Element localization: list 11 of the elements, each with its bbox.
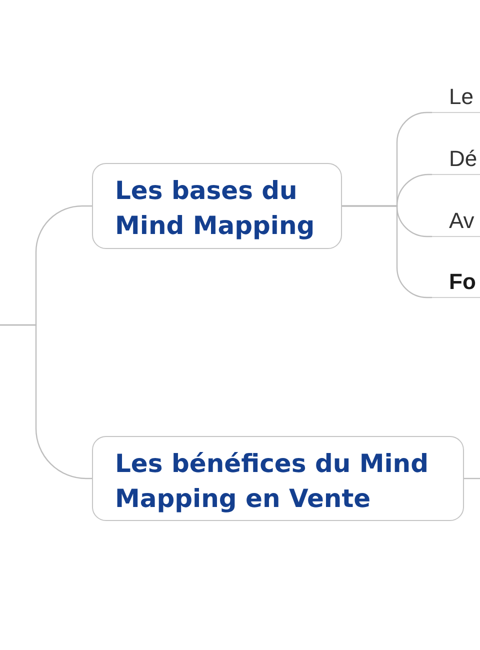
subtopic-label: Dé (432, 146, 480, 175)
topic-title: Les bases du Mind Mapping (115, 176, 315, 240)
topic-title: Les bénéfices du Mind Mapping en Vente (115, 449, 429, 513)
branch-line (464, 478, 480, 480)
topic-box (92, 163, 342, 249)
branch-line (0, 324, 92, 480)
subtopic-label: Fo (432, 269, 480, 298)
branch-line (342, 205, 432, 298)
topic-box (92, 436, 464, 521)
subtopic-label: Le (432, 84, 480, 113)
subtopic-label: Av (432, 208, 480, 237)
